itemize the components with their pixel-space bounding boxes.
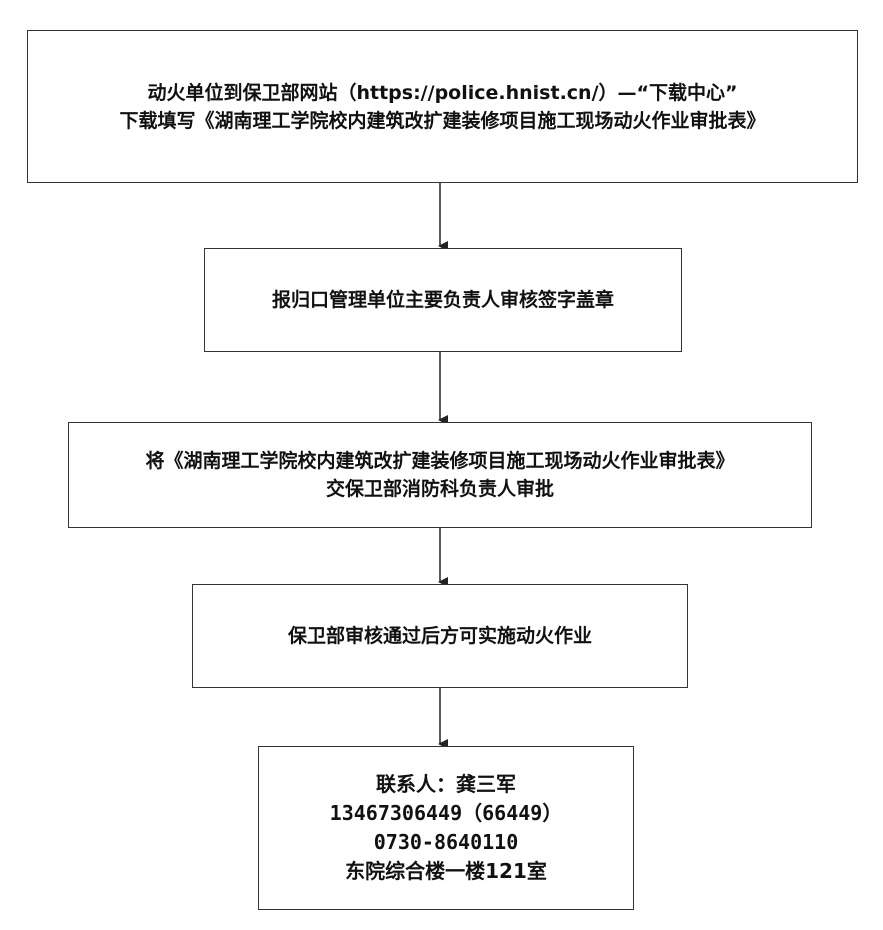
contact-phone: 0730-8640110 bbox=[373, 830, 519, 854]
step-download-form: 动火单位到保卫部网站（https://police.hnist.cn/）—“下载… bbox=[27, 30, 858, 183]
contact-person: 联系人：龚三军 bbox=[376, 772, 516, 796]
step-unit-approval: 报归口管理单位主要负责人审核签字盖章 bbox=[204, 248, 682, 352]
step-text: 将《湖南理工学院校内建筑改扩建装修项目施工现场动火作业审批表》 bbox=[145, 450, 735, 472]
step-text: 保卫部审核通过后方可实施动火作业 bbox=[287, 625, 592, 647]
step-fire-dept-approval: 将《湖南理工学院校内建筑改扩建装修项目施工现场动火作业审批表》 交保卫部消防科负… bbox=[68, 422, 812, 528]
contact-address: 东院综合楼一楼121室 bbox=[345, 859, 547, 883]
step-text: 交保卫部消防科负责人审批 bbox=[325, 478, 554, 500]
contact-mobile: 13467306449（66449） bbox=[329, 801, 563, 825]
step-implement: 保卫部审核通过后方可实施动火作业 bbox=[192, 584, 688, 688]
step-text: 动火单位到保卫部网站（https://police.hnist.cn/）—“下载… bbox=[147, 81, 738, 104]
contact-box: 联系人：龚三军 13467306449（66449） 0730-8640110 … bbox=[258, 746, 634, 910]
step-text: 下载填写《湖南理工学院校内建筑改扩建装修项目施工现场动火作业审批表》 bbox=[119, 109, 766, 132]
step-text: 报归口管理单位主要负责人审核签字盖章 bbox=[271, 289, 614, 311]
